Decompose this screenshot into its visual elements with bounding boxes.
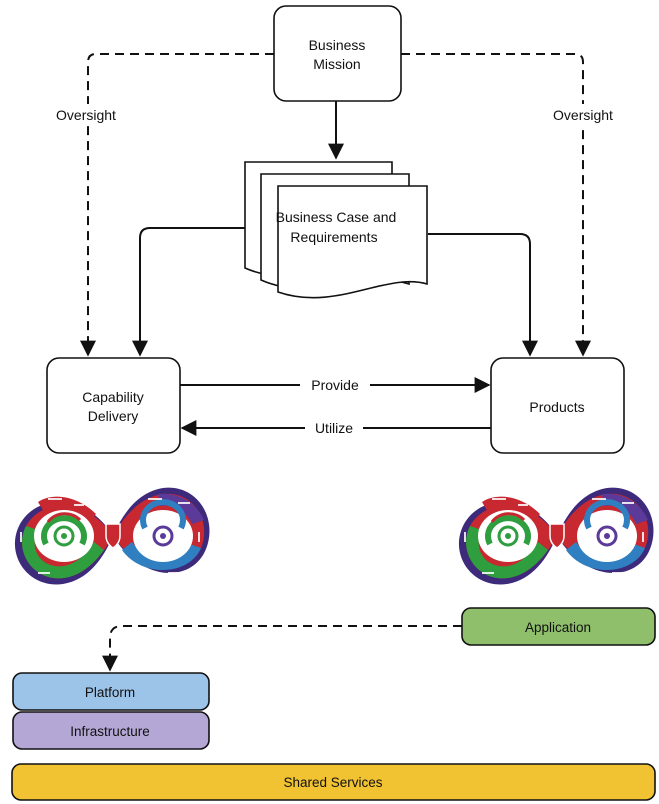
- business-mission-line2: Mission: [313, 56, 360, 72]
- infrastructure-node[interactable]: Infrastructure: [12, 711, 210, 750]
- shared-services-label: Shared Services: [283, 775, 382, 790]
- infrastructure-label: Infrastructure: [70, 724, 150, 739]
- business-case-line2: Requirements: [290, 229, 377, 245]
- capability-delivery-node[interactable]: Capability Delivery: [46, 357, 181, 454]
- platform-node[interactable]: Platform: [12, 672, 210, 711]
- oversight-left-connector: [80, 53, 274, 357]
- products-label: Products: [529, 399, 584, 415]
- provide-label: Provide: [311, 377, 359, 393]
- business-mission-node[interactable]: Business Mission: [273, 5, 402, 102]
- business-case-line1: Business Case and: [276, 209, 397, 225]
- devsecops-loop-right-icon: [459, 488, 654, 585]
- application-label: Application: [525, 620, 591, 635]
- business-mission-line1: Business: [309, 37, 366, 53]
- platform-label: Platform: [85, 685, 135, 700]
- products-node[interactable]: Products: [490, 357, 625, 454]
- shared-services-node[interactable]: Shared Services: [11, 763, 656, 801]
- oversight-left-label: Oversight: [56, 107, 116, 123]
- application-node[interactable]: Application: [461, 607, 656, 646]
- application-to-platform-connector: [102, 625, 462, 672]
- case-to-capability-connector: [132, 227, 245, 357]
- business-case-node[interactable]: Business Case and Requirements: [244, 161, 428, 299]
- oversight-right-connector: [401, 53, 591, 357]
- capability-delivery-line1: Capability: [82, 389, 143, 405]
- devsecops-loop-left-icon: [15, 488, 210, 585]
- utilize-label: Utilize: [315, 420, 353, 436]
- case-to-products-connector: [428, 233, 538, 357]
- oversight-right-label: Oversight: [553, 107, 613, 123]
- capability-delivery-line2: Delivery: [88, 408, 139, 424]
